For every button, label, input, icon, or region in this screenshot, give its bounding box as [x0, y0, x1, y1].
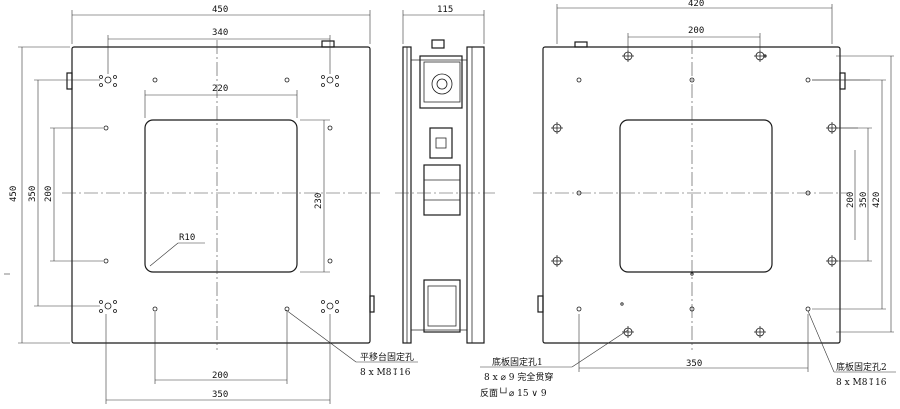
front-dim-window-height: 230 [314, 193, 324, 209]
back-central-window [619, 119, 773, 273]
front-left-tab [66, 72, 73, 90]
side-upper-block [419, 55, 463, 109]
front-hole [103, 125, 109, 131]
front-dim-bottom-span-outer: 350 [212, 390, 228, 400]
fillet-leader [149, 242, 179, 267]
back-callout-left-spec: 8 x ⌀ 9 完全贯穿 [484, 371, 553, 383]
back-callout-right-spec: 8 x M8↧16 [836, 378, 887, 388]
side-right-plate [466, 46, 485, 344]
back-countersunk-holes [551, 50, 838, 338]
front-dim-height-overall: 450 [9, 186, 19, 202]
back-hole [576, 190, 582, 196]
back-hole [620, 302, 624, 306]
back-dim-width-overall: 420 [688, 0, 704, 9]
back-dim-height-overall: 420 [872, 192, 882, 208]
back-right-tab [839, 72, 846, 90]
back-hole [576, 77, 582, 83]
front-hole-cluster-bottom-right [321, 300, 339, 313]
front-view: R10 450 340 220 450 350 200 230 [4, 5, 418, 404]
back-hole [690, 272, 694, 276]
back-dim-hole-span-top: 200 [688, 26, 704, 36]
back-hole [805, 306, 811, 312]
front-plate-outline [71, 46, 371, 344]
front-dim-width-overall: 450 [212, 5, 228, 15]
back-hole [689, 77, 695, 83]
front-hole [152, 306, 158, 312]
front-top-tab [321, 40, 335, 48]
back-plate-outline [542, 46, 841, 344]
front-right-tab [369, 295, 375, 313]
back-hole [763, 54, 767, 58]
front-central-window [144, 119, 298, 273]
back-callout-left-title: 底板固定孔1 [492, 356, 543, 368]
front-hole [152, 77, 158, 83]
fillet-label: R10 [179, 233, 195, 243]
back-callout-right-title: 底板固定孔2 [836, 361, 887, 373]
front-dim-hole-span-left: 350 [28, 186, 38, 202]
front-hole [103, 258, 109, 264]
side-lower-block [423, 279, 461, 333]
front-dim-hole-span-left-inner: 200 [44, 186, 54, 202]
front-hole [284, 77, 290, 83]
back-dim-bottom-span: 350 [686, 359, 702, 369]
front-hole [327, 258, 333, 264]
back-hole [689, 306, 695, 312]
front-dim-hole-span-top: 340 [212, 28, 228, 38]
side-top-mount [431, 39, 445, 49]
back-left-tab [537, 295, 544, 313]
front-hole-cluster-bottom-left [99, 300, 117, 313]
front-callout-title: 平移台固定孔 [360, 351, 414, 363]
front-dim-bottom-span-inner: 200 [212, 371, 228, 381]
back-hole [576, 306, 582, 312]
front-hole [327, 125, 333, 131]
front-hole-cluster-top-right [321, 75, 339, 87]
side-motor [423, 164, 461, 216]
back-view: 420 200 420 350 200 350 底板固定孔1 8 x ⌀ 9 完… [480, 0, 896, 399]
front-hole-cluster-top-left [99, 75, 117, 87]
front-callout-spec: 8 x M8↧16 [360, 368, 411, 378]
back-dim-hole-span-right-outer: 350 [859, 192, 869, 208]
side-view: 115 [395, 5, 495, 344]
back-callout-left-back-spec: 反面└┘⌀ 15 ∨ 9 [480, 387, 547, 399]
side-dim-thickness: 115 [437, 5, 453, 15]
front-dim-window-width: 220 [212, 84, 228, 94]
side-motor-coupling [429, 127, 453, 159]
back-top-tab [574, 41, 588, 48]
back-callout-right-leader [807, 310, 835, 373]
back-hole [805, 190, 811, 196]
front-callout-leader [285, 309, 357, 363]
back-dim-hole-span-right-inner: 200 [846, 192, 856, 208]
back-callout-left-leader [571, 329, 629, 368]
back-hole [805, 77, 811, 83]
